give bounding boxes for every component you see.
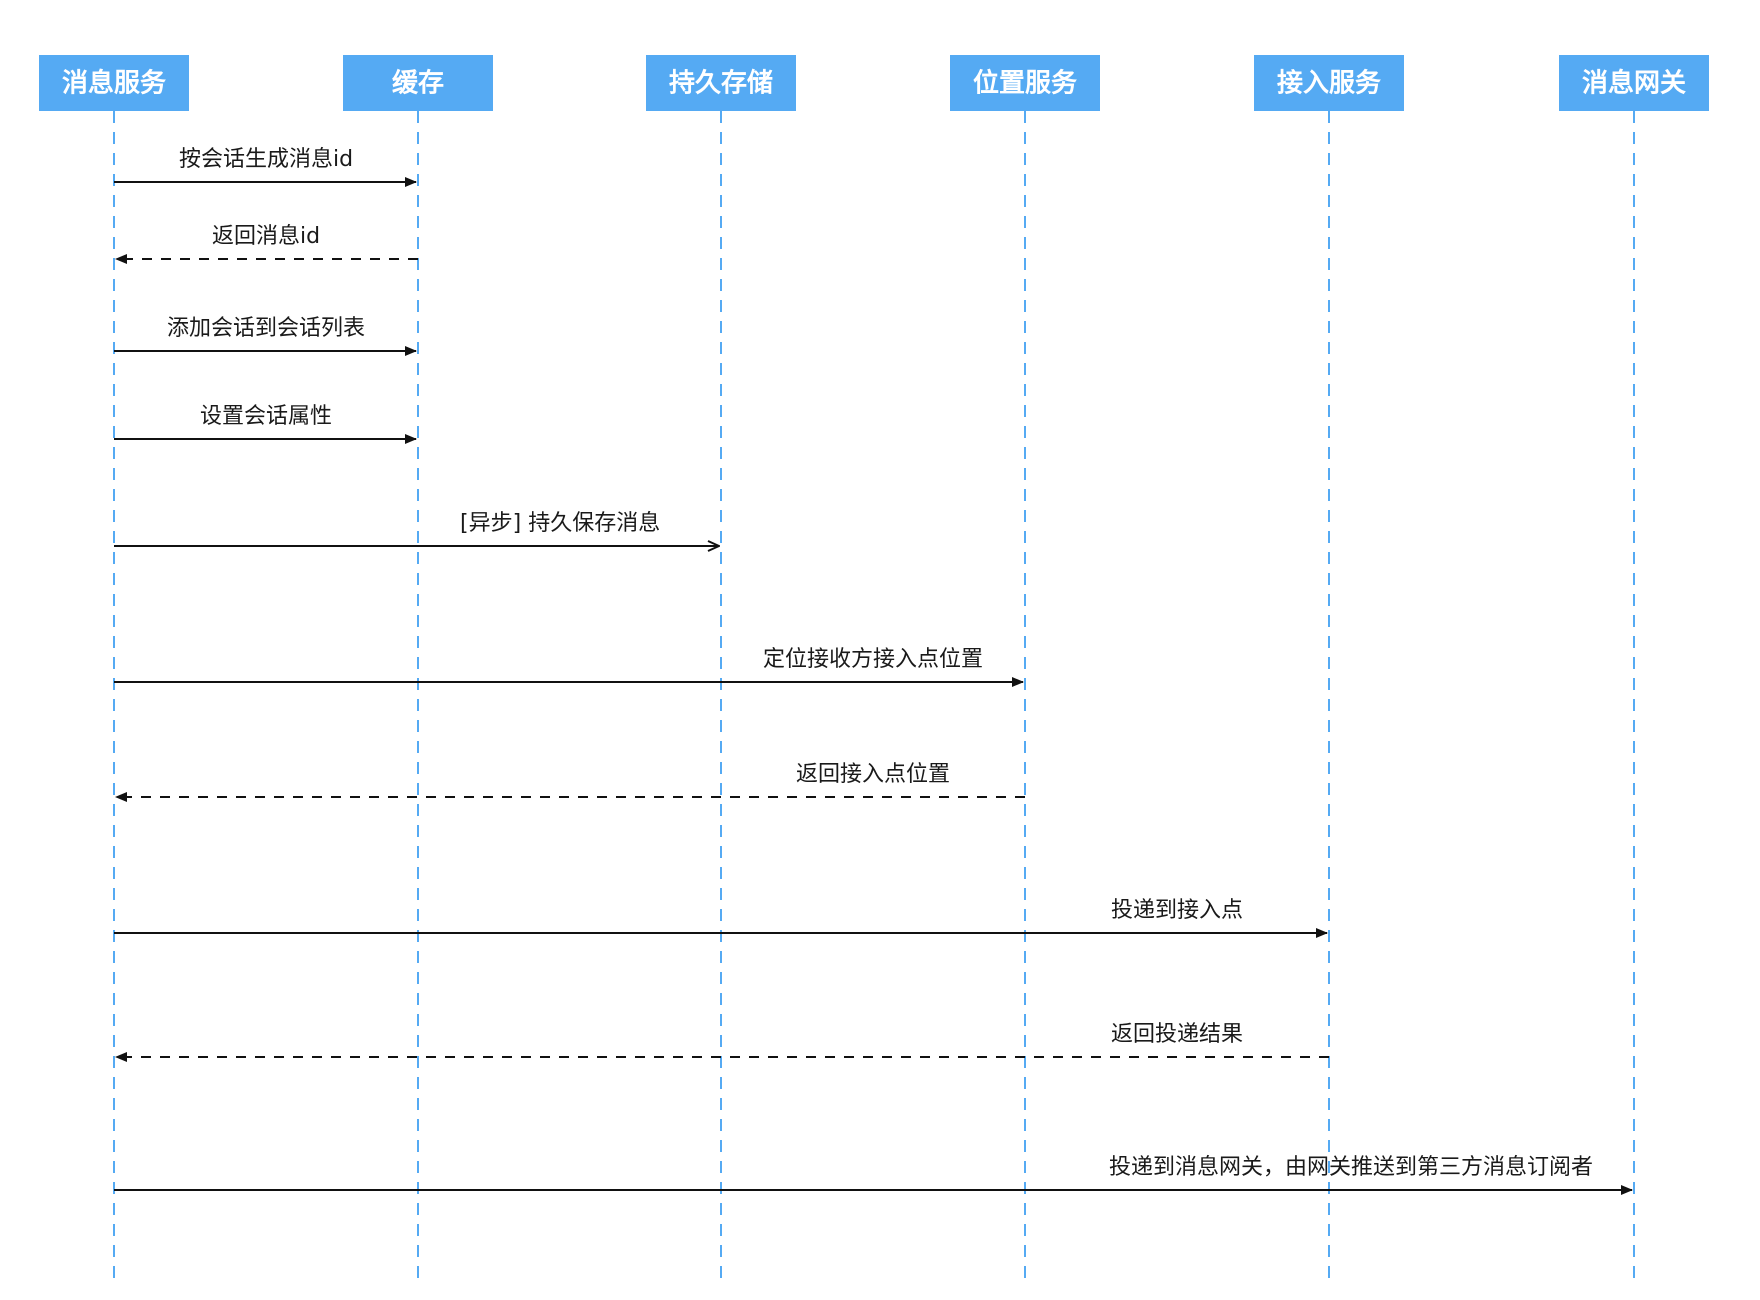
participant-msg[interactable]: 消息服务 xyxy=(39,55,189,111)
participant-box xyxy=(343,55,493,111)
message-8: 投递到接入点 xyxy=(114,898,1328,938)
participant-label: 位置服务 xyxy=(973,68,1077,99)
message-label: 按会话生成消息id xyxy=(179,147,353,172)
message-label: 返回接入点位置 xyxy=(796,762,950,787)
message-6: 定位接收方接入点位置 xyxy=(114,647,1024,687)
participant-label: 消息网关 xyxy=(1582,68,1686,99)
participant-box xyxy=(39,55,189,111)
participant-box xyxy=(646,55,796,111)
message-7: 返回接入点位置 xyxy=(115,762,1025,802)
participant-cache[interactable]: 缓存 xyxy=(343,55,493,111)
message-5: [异步] 持久保存消息 xyxy=(114,511,719,546)
message-1: 按会话生成消息id xyxy=(114,147,417,187)
participant-box xyxy=(950,55,1100,111)
participant-box xyxy=(1559,55,1709,111)
participant-gateway[interactable]: 消息网关 xyxy=(1559,55,1709,111)
message-label: 投递到接入点 xyxy=(1111,898,1243,923)
message-9: 返回投递结果 xyxy=(115,1022,1329,1062)
message-10: 投递到消息网关，由网关推送到第三方消息订阅者 xyxy=(114,1155,1633,1195)
message-label: 设置会话属性 xyxy=(200,404,332,429)
participant-storage[interactable]: 持久存储 xyxy=(646,55,796,111)
message-label: 添加会话到会话列表 xyxy=(167,316,365,341)
participant-label: 消息服务 xyxy=(62,68,166,99)
participants: 消息服务 缓存 持久存储 位置服务 接入服务 消息网关 xyxy=(39,55,1709,111)
message-label: 返回消息id xyxy=(212,224,320,249)
message-label: 定位接收方接入点位置 xyxy=(763,647,983,672)
message-3: 添加会话到会话列表 xyxy=(114,316,417,356)
participant-box xyxy=(1254,55,1404,111)
lifelines xyxy=(113,111,1635,1285)
participant-label: 缓存 xyxy=(392,68,444,99)
message-label: 投递到消息网关，由网关推送到第三方消息订阅者 xyxy=(1109,1155,1593,1180)
message-4: 设置会话属性 xyxy=(114,404,417,444)
participant-label: 持久存储 xyxy=(669,68,773,99)
message-label: [异步] 持久保存消息 xyxy=(460,511,660,536)
message-2: 返回消息id xyxy=(115,224,418,264)
participant-access[interactable]: 接入服务 xyxy=(1254,55,1404,111)
message-label: 返回投递结果 xyxy=(1111,1022,1243,1047)
participant-label: 接入服务 xyxy=(1277,69,1381,99)
participant-location[interactable]: 位置服务 xyxy=(950,55,1100,111)
